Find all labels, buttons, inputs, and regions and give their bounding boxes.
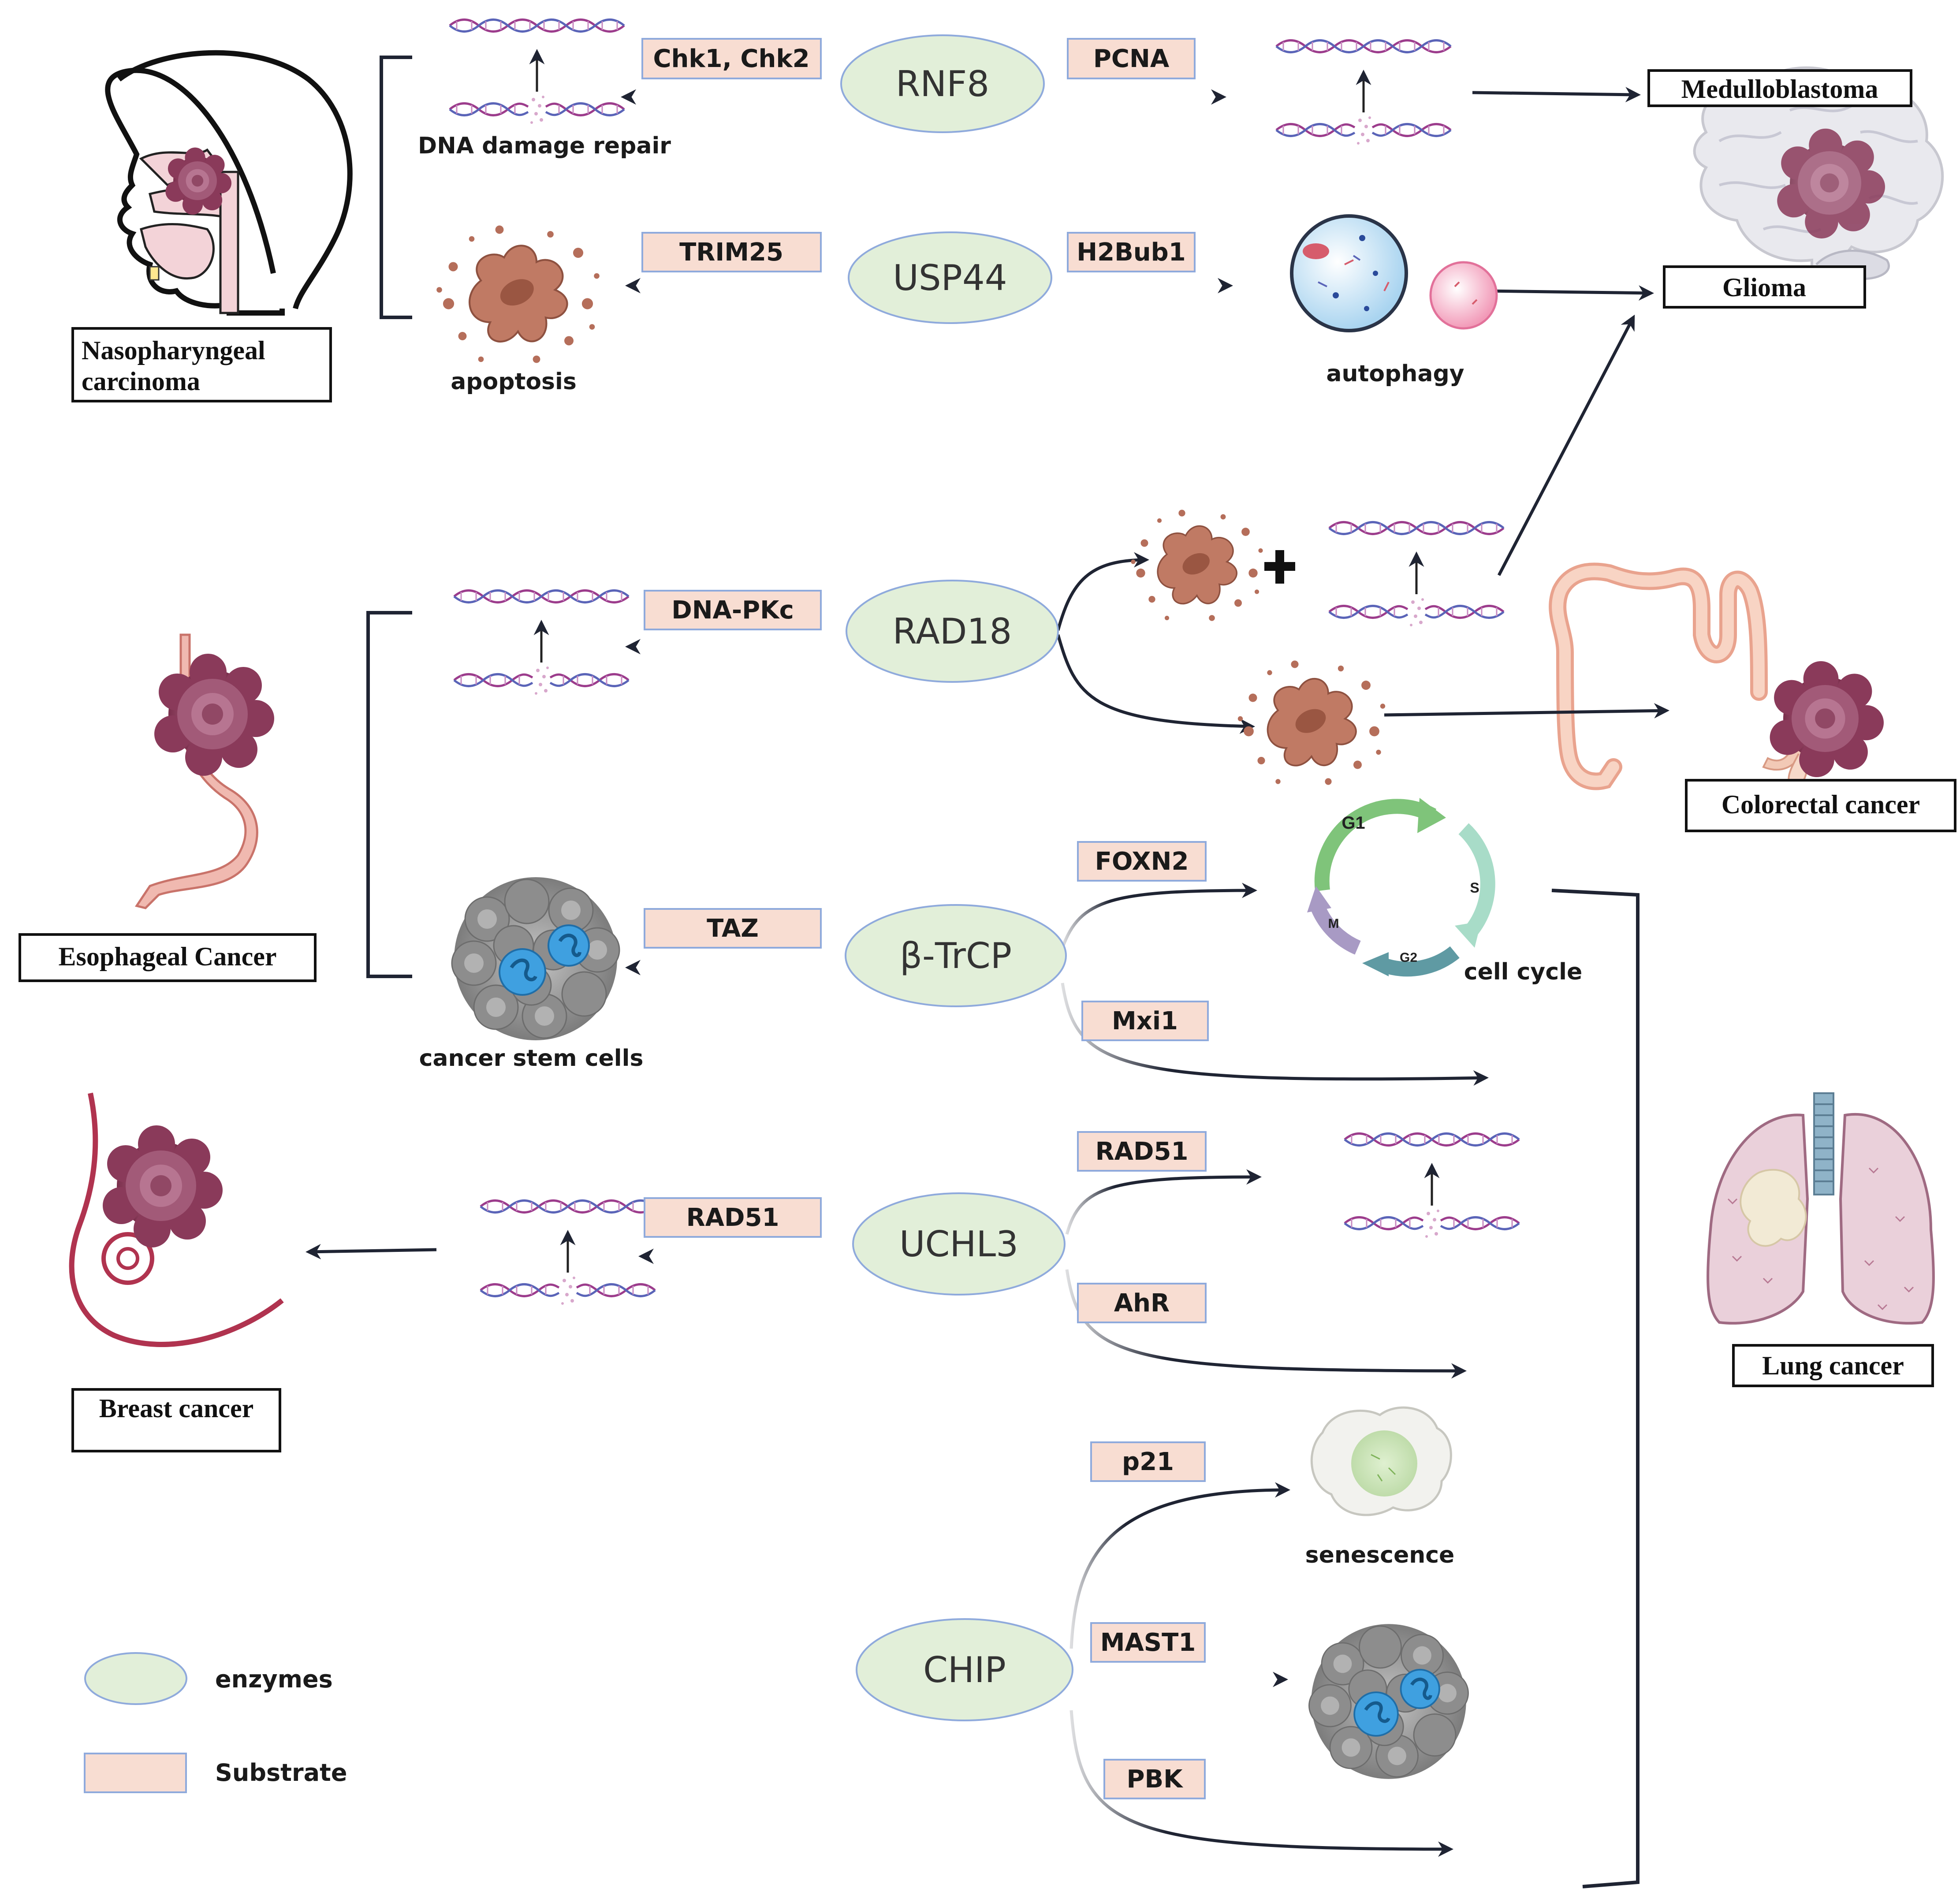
substrate-label: MAST1: [1100, 1628, 1196, 1657]
legend: enzymes Substrate: [84, 1652, 347, 1793]
legend-enzyme-swatch: [84, 1652, 187, 1705]
enzyme-btrcp: β-TrCP: [845, 904, 1067, 1007]
substrate-pbk: PBK: [1103, 1759, 1206, 1799]
disease-breast-cancer: Breast cancer: [71, 1388, 281, 1452]
substrate-mxi1: Mxi1: [1081, 1001, 1209, 1041]
enzyme-rnf8: RNF8: [840, 34, 1045, 133]
caption-apoptosis: apoptosis: [451, 369, 577, 395]
disease-nasopharyngeal-carcinoma: Nasopharyngeal carcinoma: [71, 327, 332, 402]
substrate-label: RAD51: [1096, 1137, 1189, 1166]
phase-s-label: S: [1470, 880, 1479, 896]
enzyme-label: UCHL3: [899, 1224, 1018, 1265]
caption-autophagy: autophagy: [1326, 361, 1464, 387]
substrate-taz: TAZ: [644, 908, 822, 949]
enzyme-label: CHIP: [923, 1649, 1006, 1690]
apoptotic-cell-icon: [1130, 509, 1264, 622]
substrate-label: PBK: [1126, 1765, 1184, 1794]
enzyme-label: β-TrCP: [900, 935, 1012, 976]
disease-label: Glioma: [1722, 273, 1806, 302]
substrate-chk1-chk2: Chk1, Chk2: [641, 38, 822, 79]
caption-cell-cycle: cell cycle: [1464, 959, 1582, 985]
enzyme-rad18: RAD18: [846, 580, 1059, 683]
legend-substrate-label: Substrate: [215, 1759, 347, 1787]
enzyme-label: USP44: [893, 257, 1007, 298]
substrate-rad51-lung: RAD51: [1077, 1131, 1207, 1172]
dna-repair-icon: [450, 20, 624, 124]
plus-icon: [1264, 550, 1295, 584]
substrate-trim25: TRIM25: [641, 232, 822, 272]
substrate-dnapkc: DNA-PKc: [644, 590, 822, 630]
substrate-h2bub1: H2Bub1: [1067, 232, 1196, 272]
bracket-esophageal: [366, 611, 412, 978]
substrate-rad51-breast: RAD51: [644, 1197, 822, 1238]
bracket-lung: [1551, 889, 1640, 1888]
substrate-mast1: MAST1: [1090, 1622, 1206, 1663]
substrate-label: TRIM25: [679, 238, 783, 267]
cancer-stem-cell-icon: [1309, 1624, 1468, 1779]
head-profile-illustration: [105, 50, 353, 316]
cancer-stem-cell-icon: [452, 877, 619, 1040]
caption-cancer-stem-cells: cancer stem cells: [419, 1045, 644, 1072]
disease-label-line1: Nasopharyngeal: [82, 336, 265, 365]
substrate-label: p21: [1122, 1448, 1174, 1476]
dna-repair-icon: [1329, 522, 1504, 627]
phase-g2-label: G2: [1400, 950, 1417, 965]
substrate-foxn2: FOXN2: [1077, 841, 1207, 882]
apoptotic-cell-icon: [436, 226, 600, 363]
colon-illustration: [1549, 562, 1884, 790]
substrate-label: FOXN2: [1095, 847, 1189, 876]
senescence-icon: [1310, 1406, 1452, 1516]
arrows: [306, 87, 1669, 1857]
substrate-p21: p21: [1090, 1441, 1206, 1482]
substrate-label: PCNA: [1093, 45, 1170, 73]
disease-esophageal-cancer: Esophageal Cancer: [19, 933, 317, 982]
caption-dna-damage-repair: DNA damage repair: [418, 133, 671, 159]
dna-repair-icon: [454, 591, 629, 695]
phase-g1-label: G1: [1341, 813, 1365, 833]
cell-cycle-icon: G1 S G2 M: [1307, 798, 1495, 977]
caption-senescence: senescence: [1305, 1542, 1455, 1568]
legend-substrate-swatch: [84, 1753, 187, 1793]
disease-medulloblastoma: Medulloblastoma: [1647, 69, 1912, 107]
disease-colorectal-cancer: Colorectal cancer: [1685, 779, 1956, 832]
bracket-nasopharyngeal: [380, 56, 412, 319]
enzyme-uchl3: UCHL3: [852, 1192, 1066, 1296]
substrate-pcna: PCNA: [1067, 38, 1196, 79]
substrate-label: AhR: [1114, 1289, 1170, 1318]
disease-label: Esophageal Cancer: [59, 942, 277, 971]
esophagus-stomach-illustration: [134, 633, 274, 909]
substrate-label: DNA-PKc: [671, 596, 794, 625]
substrate-label: TAZ: [707, 914, 759, 943]
disease-label-line2: carcinoma: [82, 367, 200, 396]
autophagy-icon: [1290, 214, 1498, 332]
substrate-label: H2Bub1: [1077, 238, 1185, 267]
substrate-label: RAD51: [686, 1203, 779, 1232]
lungs-illustration: [1707, 1092, 1935, 1325]
substrate-ahr: AhR: [1077, 1283, 1207, 1323]
breast-illustration: [69, 1092, 284, 1347]
substrate-label: Chk1, Chk2: [653, 45, 809, 73]
legend-enzymes-label: enzymes: [215, 1665, 333, 1693]
disease-label: Lung cancer: [1762, 1351, 1904, 1380]
phase-m-label: M: [1328, 916, 1339, 931]
disease-lung-cancer: Lung cancer: [1732, 1344, 1934, 1387]
dna-repair-icon: [1276, 41, 1451, 145]
disease-glioma: Glioma: [1663, 265, 1866, 309]
dna-repair-icon: [1345, 1134, 1519, 1238]
disease-label: Medulloblastoma: [1681, 74, 1878, 104]
enzyme-usp44: USP44: [848, 231, 1052, 324]
disease-label: Breast cancer: [99, 1394, 253, 1423]
enzyme-chip: CHIP: [856, 1618, 1073, 1721]
apoptotic-cell-icon: [1237, 659, 1386, 786]
substrate-label: Mxi1: [1112, 1007, 1178, 1035]
dna-repair-icon: [481, 1201, 655, 1305]
enzyme-label: RAD18: [893, 611, 1012, 652]
disease-label: Colorectal cancer: [1722, 790, 1920, 819]
enzyme-label: RNF8: [896, 63, 989, 104]
